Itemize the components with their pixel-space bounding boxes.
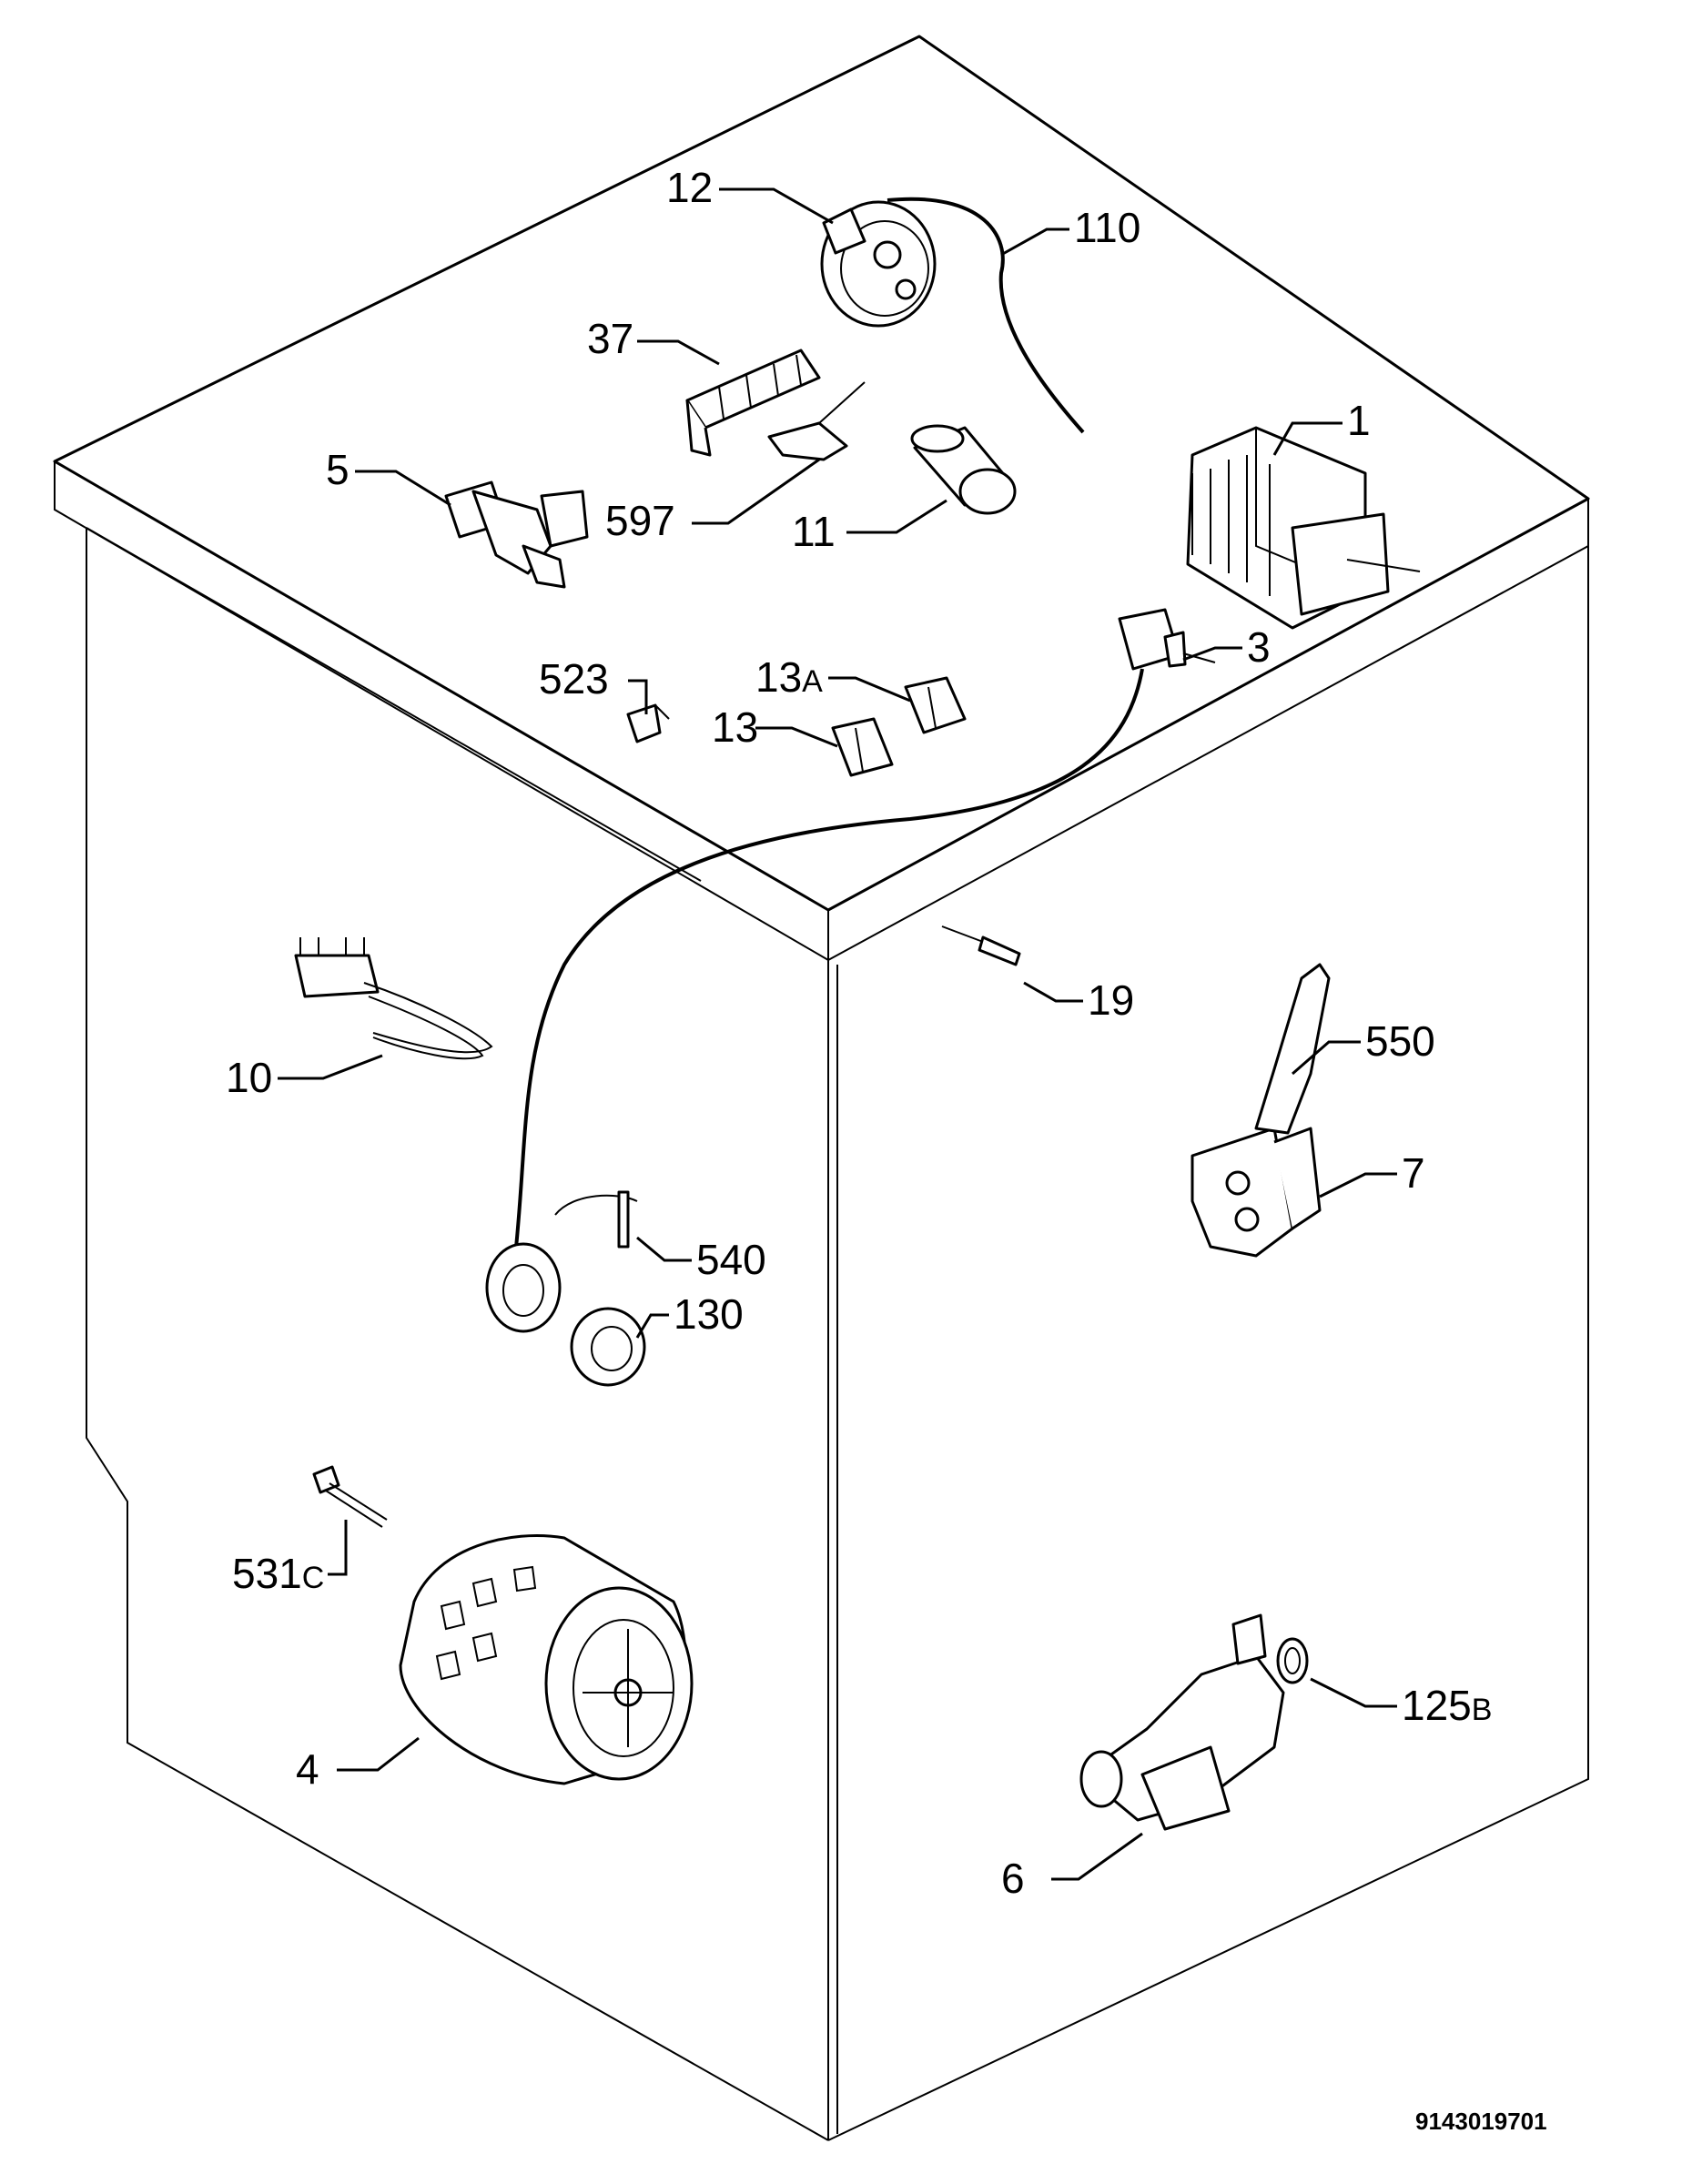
label-part-19: 19 <box>1088 976 1134 1024</box>
terminal-block-part-37 <box>685 349 821 457</box>
label-part-10: 10 <box>226 1054 272 1101</box>
drain-pump-part-6 <box>1079 1613 1285 1831</box>
label-part-37: 37 <box>587 315 633 362</box>
cabinet-outline <box>53 35 1590 2141</box>
label-part-531c: 531C <box>232 1550 324 1597</box>
screw-part-531c <box>312 1465 388 1528</box>
reference-code: 9143019701 <box>1415 2108 1547 2135</box>
label-part-13a: 13A <box>755 653 823 701</box>
switch-part-3 <box>512 608 1216 1266</box>
label-part-540: 540 <box>696 1236 766 1283</box>
connector-part-13a <box>904 676 967 734</box>
connector-part-13 <box>831 717 894 777</box>
label-part-125b: 125B <box>1402 1682 1492 1729</box>
programme-timer-part-1 <box>1186 426 1421 630</box>
label-part-550: 550 <box>1365 1017 1435 1065</box>
label-part-130: 130 <box>674 1290 744 1338</box>
label-part-7: 7 <box>1402 1149 1425 1197</box>
leader-lines <box>278 187 1397 1881</box>
label-part-597: 597 <box>605 497 675 544</box>
label-part-5: 5 <box>326 446 350 493</box>
capacitor-part-11 <box>910 424 1017 515</box>
pressure-switch-part-12 <box>820 197 1085 434</box>
seal-ring-part-125b <box>1276 1637 1309 1684</box>
label-part-523: 523 <box>539 655 609 703</box>
label-part-6: 6 <box>1001 1855 1025 1902</box>
door-lock-part-7 <box>1191 1127 1322 1258</box>
heating-element-part-10 <box>294 937 493 1060</box>
cable-clip-part-540 <box>554 1190 638 1249</box>
label-part-3: 3 <box>1247 623 1271 671</box>
label-part-11: 11 <box>792 508 836 555</box>
label-part-1: 1 <box>1347 397 1371 444</box>
motor-part-4 <box>399 1534 694 1785</box>
part-labels: 12 110 37 5 597 11 1 3 523 13A 13 10 19 … <box>226 164 1492 1902</box>
door-lock-lever-part-550 <box>1254 963 1331 1135</box>
sensor-part-19 <box>941 925 1021 966</box>
label-part-13: 13 <box>712 703 758 751</box>
inlet-valve-part-5 <box>444 480 589 589</box>
label-part-110: 110 <box>1074 204 1140 251</box>
clip-part-597 <box>767 381 866 461</box>
label-part-4: 4 <box>296 1745 319 1793</box>
label-part-12: 12 <box>666 164 713 211</box>
grommet-part-130 <box>485 1242 646 1387</box>
